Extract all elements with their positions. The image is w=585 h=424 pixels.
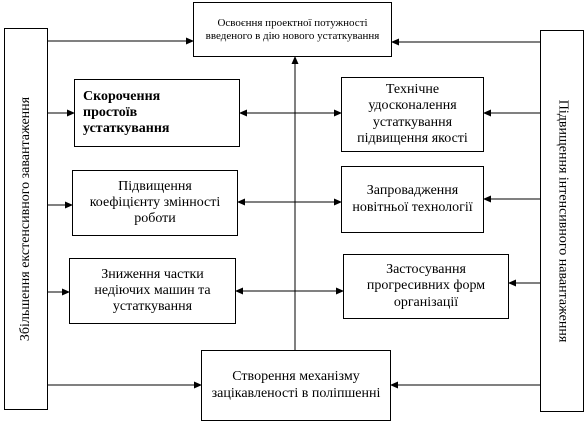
left-box-3-text: Зниження частки недіючих машин та устатк… bbox=[94, 266, 211, 315]
right-vertical-box: Підвищення інтенсивного навантаження bbox=[540, 30, 584, 412]
left-vertical-box: Збільшення екстенсивного завантаження bbox=[4, 28, 48, 410]
left-box-1: Скорочення простоїв устаткування bbox=[74, 79, 240, 147]
left-box-2: Підвищення коефіцієнту змінності роботи bbox=[72, 170, 238, 236]
right-vertical-text: Підвищення інтенсивного навантаження bbox=[555, 99, 570, 343]
right-box-1-text: Технічне удосконалення устаткування підв… bbox=[357, 82, 468, 146]
left-box-2-text: Підвищення коефіцієнту змінності роботи bbox=[89, 178, 221, 227]
right-box-2-text: Запровадження новітньої технології bbox=[352, 183, 473, 215]
left-box-3: Зниження частки недіючих машин та устатк… bbox=[69, 258, 236, 324]
top-box-text: Освоєння проектної потужності введеного … bbox=[205, 16, 380, 42]
right-box-3: Застосування прогресивних форм організац… bbox=[343, 254, 509, 319]
right-box-1: Технічне удосконалення устаткування підв… bbox=[341, 77, 484, 152]
bottom-box-text: Створення механізму зацікавленості в пол… bbox=[211, 369, 381, 401]
top-box: Освоєння проектної потужності введеного … bbox=[193, 2, 392, 57]
left-box-1-text: Скорочення простоїв устаткування bbox=[83, 88, 170, 137]
left-vertical-text: Збільшення екстенсивного завантаження bbox=[18, 96, 34, 342]
right-box-2: Запровадження новітньої технології bbox=[341, 166, 484, 233]
bottom-box: Створення механізму зацікавленості в пол… bbox=[201, 350, 391, 421]
right-box-3-text: Застосування прогресивних форм організац… bbox=[366, 262, 486, 310]
